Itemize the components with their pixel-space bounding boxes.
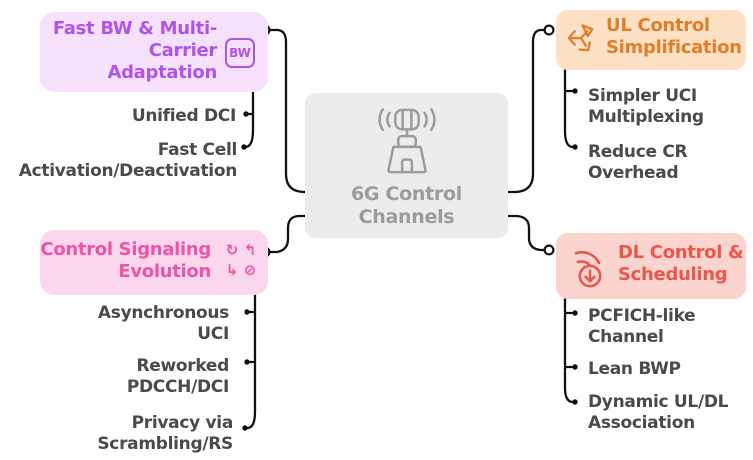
subtopic-reworked-pdcch-dci: Reworked PDCCH/DCI [126,356,229,397]
branch-dl-control-scheduling[interactable]: DL Control & Scheduling [556,233,746,299]
bw-badge-icon: BW [225,38,255,68]
arrows-shuffle-icon: ↻ ↰ ↳ ⊘ [225,241,257,279]
subtopic-fast-cell-activation: Fast Cell Activation/Deactivation [18,140,238,181]
branch-dl-control-label: DL Control & Scheduling [618,242,744,285]
branch-ul-control-simplification[interactable]: UL Control Simplification [556,10,746,70]
central-node-label: 6G Control Channels [351,183,462,228]
branch-fast-bw-label: Fast BW & Multi- Carrier Adaptation [52,18,217,83]
subtopic-pcfich-like-channel: PCFICH-like Channel [588,306,696,347]
rail-dlcontrol-children [563,297,574,404]
subtopic-unified-dci: Unified DCI [131,106,236,126]
branch-control-signaling-label: Control Signaling Evolution [40,239,211,282]
subtopic-lean-bwp: Lean BWP [588,359,681,379]
unity-3d-icon [567,24,594,52]
link-controlsignaling-center [268,214,307,254]
child-end-dots [241,88,578,431]
collapse-toggle-dl-control[interactable] [543,244,555,256]
rail-controlsignaling-children [246,293,257,430]
subtopic-dynamic-uldl-association: Dynamic UL/DL Association [588,392,729,433]
branch-control-signaling-evolution[interactable]: Control Signaling Evolution ↻ ↰ ↳ ⊘ [40,230,268,295]
central-node-6g-control-channels[interactable]: 6G Control Channels [305,93,508,238]
base-station-icon [377,108,436,174]
subtopic-asynchronous-uci: Asynchronous UCI [97,303,229,344]
branch-ul-control-label: UL Control Simplification [606,15,742,58]
link-fastbw-center [268,28,307,194]
subtopic-privacy-scrambling-rs: Privacy via Scrambling/RS [97,413,233,454]
subtopic-reduce-cr-overhead: Reduce CR Overhead [588,142,688,183]
rail-ulcontrol-children [563,68,574,149]
subtopic-simpler-uci-multiplexing: Simpler UCI Multiplexing [588,86,704,127]
wifi-downlink-icon [574,250,602,288]
collapse-toggle-ul-control[interactable] [543,24,555,36]
link-dlcontrol-center [506,214,546,252]
link-ulcontrol-center [506,28,546,194]
rail-fastbw-children [244,90,255,149]
branch-fast-bw-multicarrier[interactable]: Fast BW & Multi- Carrier Adaptation BW [40,12,268,92]
